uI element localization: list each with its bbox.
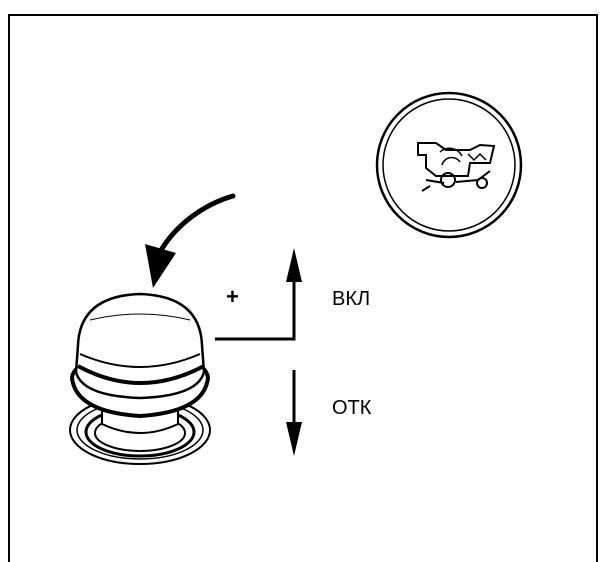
- arrow-up-icon: [215, 248, 302, 341]
- on-label: ВКЛ: [332, 288, 371, 310]
- push-button-icon: [69, 292, 211, 465]
- plus-label: +: [226, 284, 239, 309]
- combine-harvester-header-icon: [375, 91, 523, 239]
- arrow-down-icon: [286, 370, 302, 456]
- off-label: ОТК: [332, 397, 372, 419]
- diagram-border: [8, 14, 598, 562]
- curved-arrow-icon: [145, 193, 236, 288]
